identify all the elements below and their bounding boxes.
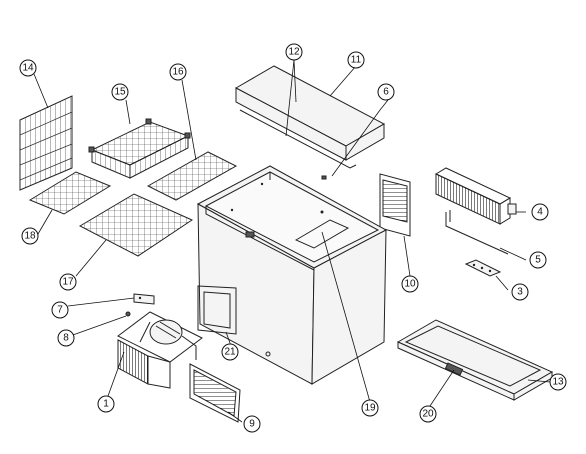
callout-12: 12 bbox=[285, 43, 303, 61]
wire-shelf-upper bbox=[146, 151, 238, 201]
callout-16: 16 bbox=[169, 63, 187, 81]
callout-11: 11 bbox=[347, 51, 365, 69]
callout-20: 20 bbox=[419, 405, 437, 423]
callout-label-18: 18 bbox=[24, 231, 36, 242]
rear-grille bbox=[379, 173, 411, 237]
callout-label-17: 17 bbox=[62, 277, 74, 288]
sliding-door bbox=[396, 319, 554, 401]
mounting-plate bbox=[133, 293, 155, 305]
callout-6: 6 bbox=[377, 83, 395, 101]
callout-label-1: 1 bbox=[103, 399, 109, 410]
callout-14: 14 bbox=[19, 59, 37, 77]
callout-label-3: 3 bbox=[517, 287, 523, 298]
callout-label-20: 20 bbox=[422, 409, 434, 420]
callout-label-8: 8 bbox=[63, 333, 69, 344]
callout-label-10: 10 bbox=[404, 279, 416, 290]
screw bbox=[125, 311, 131, 317]
mounting-bracket bbox=[464, 259, 502, 277]
callout-17: 17 bbox=[59, 273, 77, 291]
wire-shelf-small bbox=[28, 171, 112, 215]
wire-basket bbox=[88, 118, 191, 179]
callout-18: 18 bbox=[21, 227, 39, 245]
callout-label-21: 21 bbox=[224, 347, 236, 358]
callout-21: 21 bbox=[221, 343, 239, 361]
callout-label-5: 5 bbox=[535, 255, 541, 266]
callout-5: 5 bbox=[529, 251, 547, 269]
wire-shelf-large bbox=[78, 193, 194, 257]
callout-15: 15 bbox=[111, 83, 129, 101]
callout-label-14: 14 bbox=[22, 63, 34, 74]
leader-lines bbox=[33, 59, 551, 423]
callout-label-4: 4 bbox=[537, 207, 543, 218]
callout-label-11: 11 bbox=[351, 55, 362, 66]
callout-10: 10 bbox=[401, 275, 419, 293]
callout-9: 9 bbox=[243, 415, 261, 433]
callout-label-13: 13 bbox=[552, 377, 564, 388]
support-rod bbox=[445, 210, 509, 255]
callout-label-7: 7 bbox=[57, 305, 63, 316]
callout-4: 4 bbox=[531, 203, 549, 221]
condensing-unit bbox=[117, 311, 203, 389]
callout-label-6: 6 bbox=[383, 87, 389, 98]
callout-19: 19 bbox=[361, 399, 379, 417]
callout-8: 8 bbox=[57, 329, 75, 347]
callout-label-12: 12 bbox=[288, 47, 300, 58]
callout-label-16: 16 bbox=[172, 67, 184, 78]
callout-7: 7 bbox=[51, 301, 69, 319]
callout-label-19: 19 bbox=[364, 403, 376, 414]
lid-clip bbox=[321, 175, 327, 180]
callout-label-15: 15 bbox=[114, 87, 126, 98]
callout-label-9: 9 bbox=[249, 419, 255, 430]
compressor-frame bbox=[197, 285, 237, 335]
condenser-coil bbox=[434, 167, 517, 225]
callout-1: 1 bbox=[97, 395, 115, 413]
front-grille bbox=[189, 363, 241, 423]
cabinet-body bbox=[196, 165, 388, 385]
wire-wall-rack bbox=[19, 95, 73, 191]
lid bbox=[234, 65, 386, 169]
callout-3: 3 bbox=[511, 283, 529, 301]
callout-13: 13 bbox=[549, 373, 567, 391]
